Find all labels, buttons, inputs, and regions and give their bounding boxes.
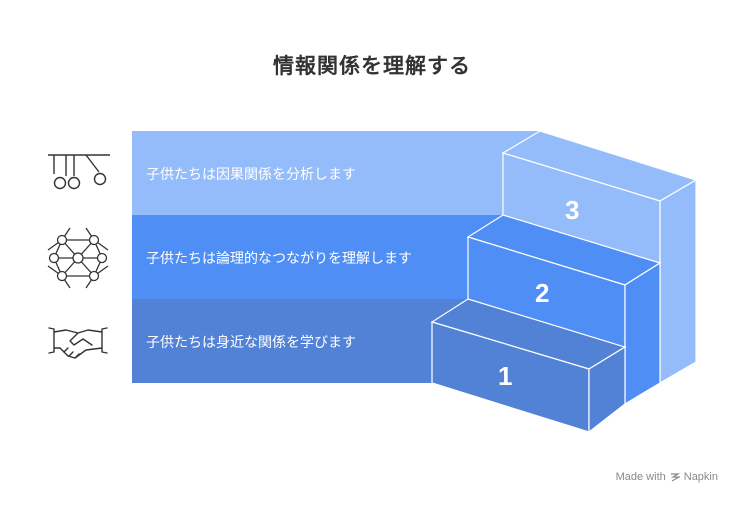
napkin-logo-icon [670,473,680,482]
handshake-icon [48,327,108,359]
page-title: 情報関係を理解する [273,54,471,78]
step-1-label: 子供たちは身近な関係を学びます [146,335,356,351]
step-1-number: 1 [498,361,513,391]
napkin-brand-text: Napkin [683,471,718,483]
step-1-block [132,298,627,434]
step-2-number: 2 [535,278,550,308]
network-icon [47,227,109,289]
pendulum-icon [48,154,110,190]
made-with-napkin-badge[interactable]: Made with Napkin [616,471,718,483]
step-3-label: 子供たちは因果関係を分析します [146,167,356,183]
step-3-number: 3 [565,195,580,225]
made-with-text: Made with [615,471,666,483]
step-2-label: 子供たちは論理的なつながりを理解します [146,251,412,267]
